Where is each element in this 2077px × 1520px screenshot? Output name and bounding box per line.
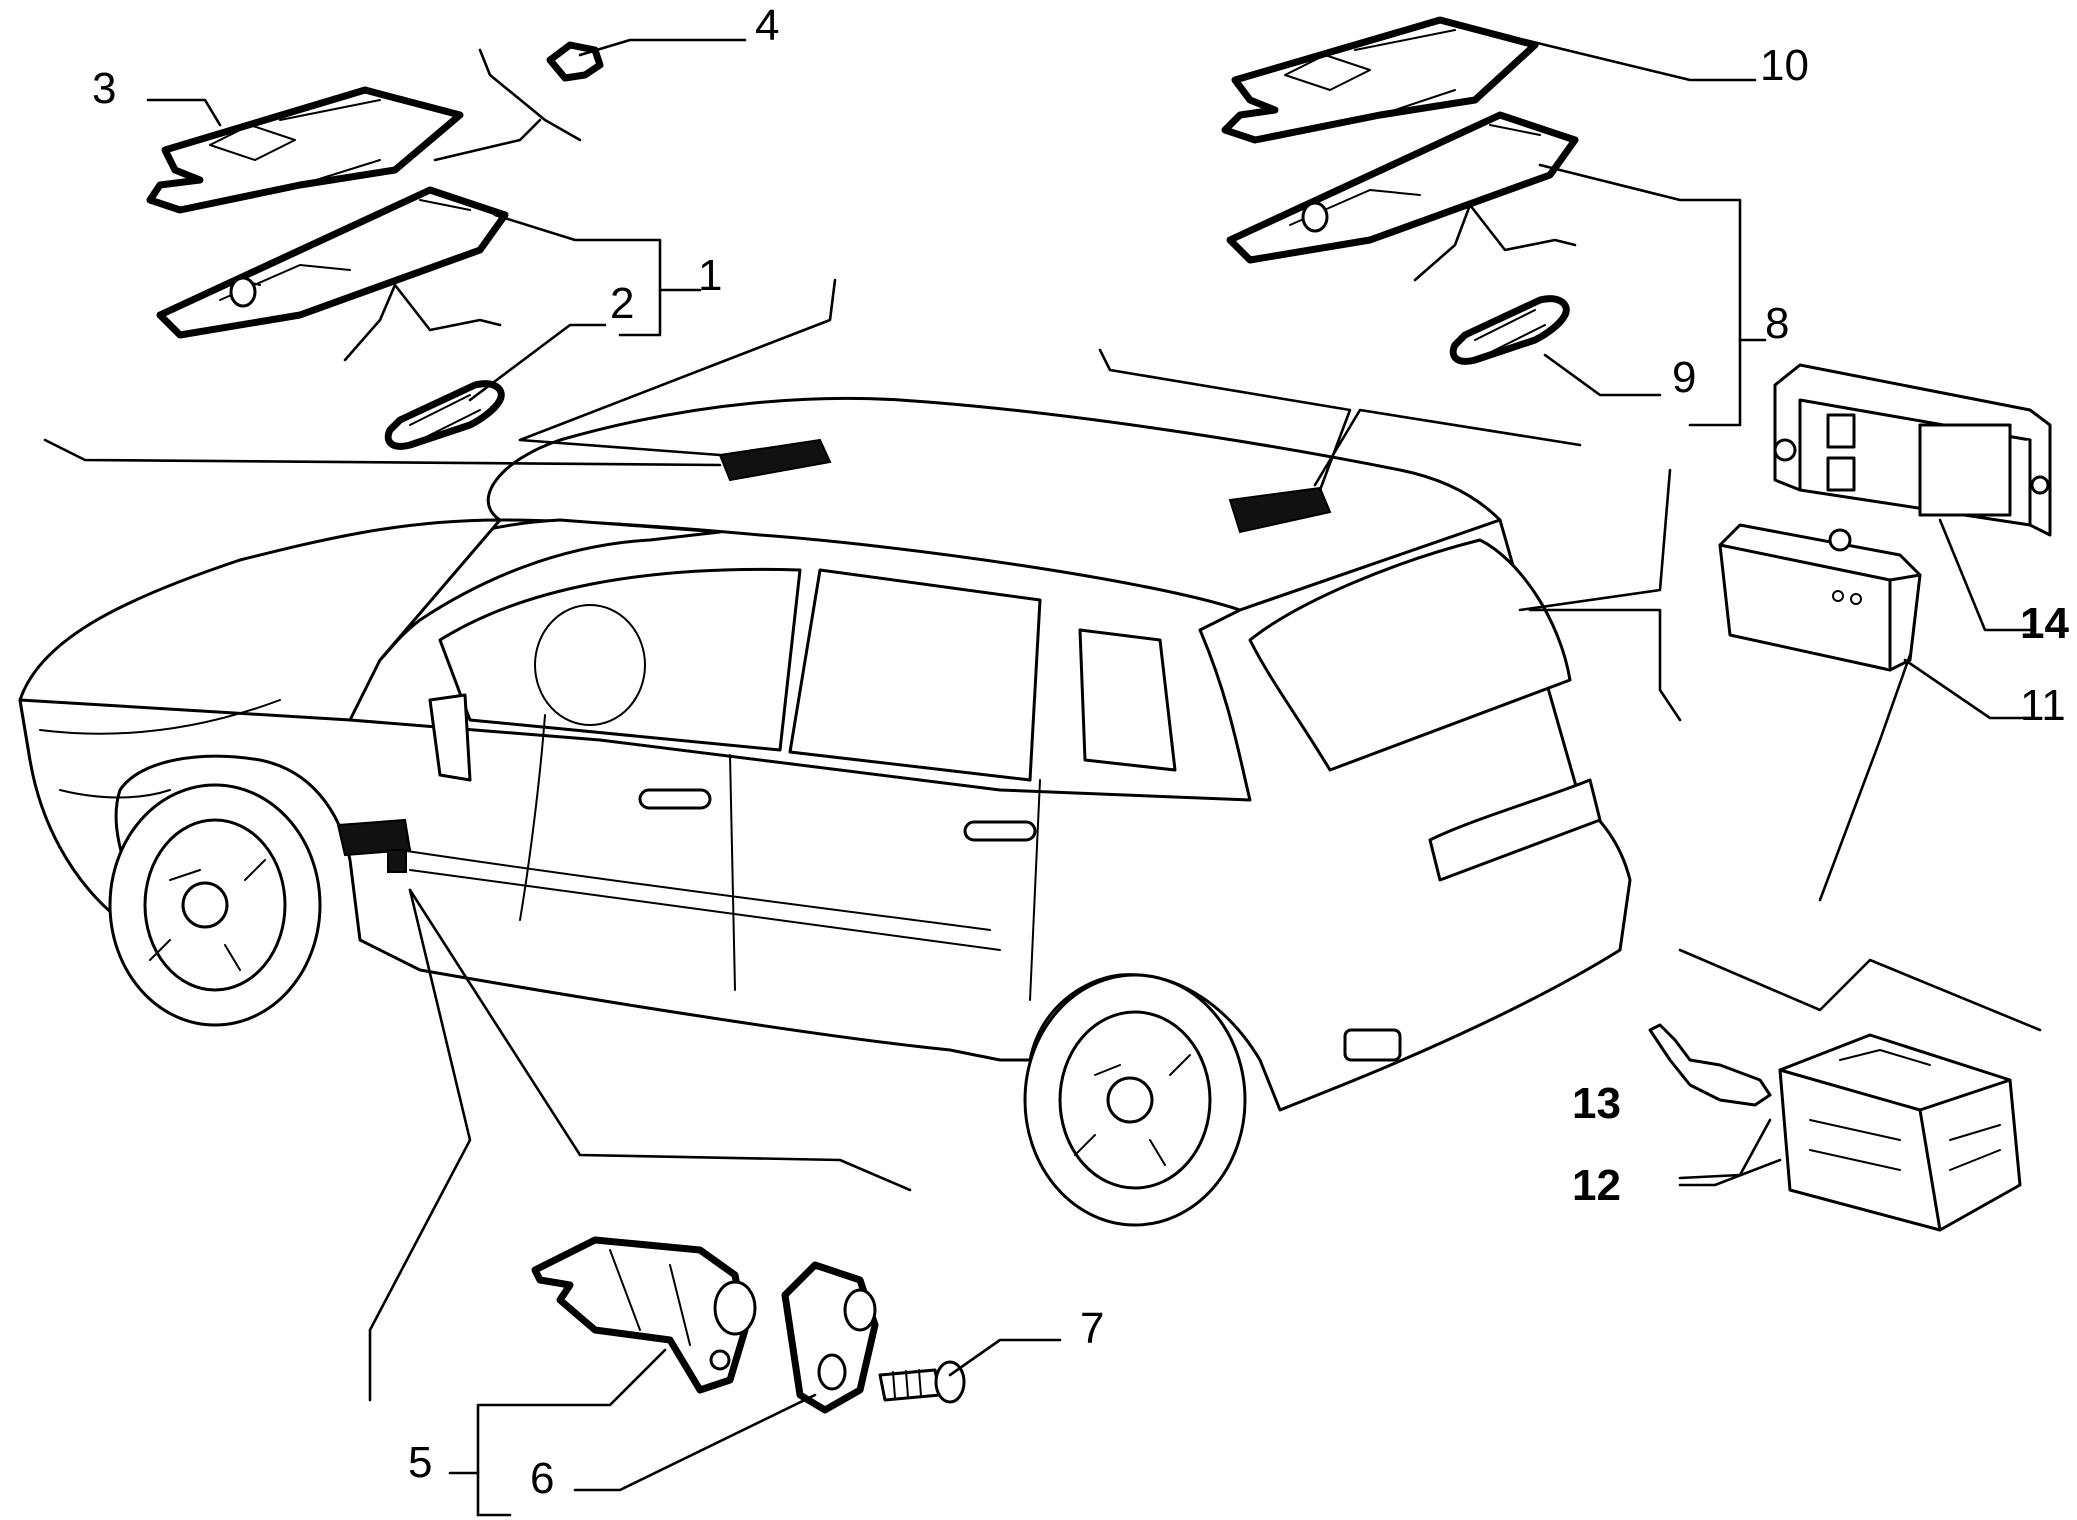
callout-12: 12 — [1572, 1161, 1621, 1210]
part-5-door-switch — [531, 1236, 757, 1394]
callout-5: 5 — [408, 1438, 432, 1487]
callout-9: 9 — [1672, 353, 1696, 402]
part-14-bracket — [1773, 363, 2052, 537]
callout-11: 11 — [2020, 681, 2066, 730]
part-11-module — [1718, 523, 1922, 672]
part-3-lamp-lens — [146, 86, 464, 214]
front-lamp-location — [718, 438, 832, 482]
callout-4: 4 — [755, 1, 779, 50]
part-12-connector — [1778, 1033, 2022, 1232]
part-6-gasket — [781, 1261, 879, 1414]
callout-8: 8 — [1765, 299, 1789, 348]
callout-1: 1 — [698, 251, 722, 300]
part-9-bulb — [1449, 295, 1570, 365]
part-7-screw — [878, 1360, 966, 1404]
callout-3: 3 — [92, 64, 116, 113]
location-pointers — [43, 278, 1682, 1402]
callout-6: 6 — [530, 1454, 554, 1503]
part-13-terminal — [1648, 1023, 1772, 1107]
car-outline — [18, 396, 1632, 1227]
part-1-lamp-body — [156, 186, 509, 339]
part-10-lamp-lens — [1221, 16, 1539, 144]
rear-lamp-location — [1228, 486, 1332, 534]
callout-2: 2 — [610, 279, 634, 328]
callout-14: 14 — [2020, 599, 2069, 648]
callout-leaders — [146, 38, 2032, 1517]
callout-13: 13 — [1572, 1079, 1621, 1128]
callout-7: 7 — [1080, 1304, 1104, 1353]
part-2-bulb — [384, 380, 505, 450]
callout-10: 10 — [1760, 41, 1809, 90]
part-8-lamp-body — [1226, 111, 1579, 264]
door-switch-location — [336, 818, 412, 873]
